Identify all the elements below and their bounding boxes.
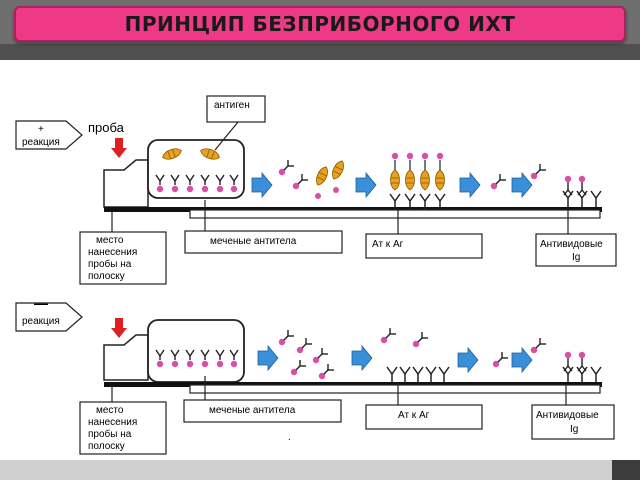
antigen-label: антиген xyxy=(214,100,250,111)
flow-arrow-icon xyxy=(511,172,533,198)
free-antibody xyxy=(492,351,509,368)
flow-arrow-icon xyxy=(355,172,377,198)
slide-title: ПРИНЦИП БЕЗПРИБОРНОГО ИХТ xyxy=(124,12,516,36)
title-banner: ПРИНЦИП БЕЗПРИБОРНОГО ИХТ xyxy=(14,6,626,42)
probe-label: проба xyxy=(88,120,125,135)
flow-arrow-icon xyxy=(257,345,279,371)
flow-arrow-icon xyxy=(251,172,273,198)
flow-arrow-icon xyxy=(351,345,373,371)
reaction-sign-positive: + xyxy=(38,124,44,135)
sample-site-box xyxy=(79,401,167,455)
reaction-label-positive: реакция xyxy=(22,137,60,148)
sample-site-line2: нанесения xyxy=(88,417,137,428)
flow-arrow-icon xyxy=(457,347,479,373)
reaction-tag-positive xyxy=(15,120,83,150)
negative-reaction-panel: — реакция xyxy=(15,295,615,455)
antigen-antibody-complex xyxy=(313,158,347,199)
sample-site-line1: место xyxy=(96,405,124,416)
sample-site-line3: пробы на xyxy=(88,258,132,270)
probe-arrow-icon xyxy=(111,138,127,158)
membrane xyxy=(189,384,601,394)
anti-species-line1: Антивидовые xyxy=(540,239,603,250)
free-antibody xyxy=(278,159,295,176)
free-antibodies xyxy=(278,329,335,380)
sample-site-line4: полоску xyxy=(88,441,125,452)
anti-species-line2: Ig xyxy=(570,424,578,435)
sample-site-box xyxy=(79,231,167,285)
footer-corner xyxy=(612,460,640,480)
stray-mark: . xyxy=(288,432,291,443)
antigen-callout xyxy=(206,95,266,123)
labeled-antibodies-label: меченые антитела xyxy=(210,236,297,247)
header-bar: ПРИНЦИП БЕЗПРИБОРНОГО ИХТ xyxy=(0,0,640,60)
ab-to-ag-label: Ат к Аг xyxy=(398,410,430,421)
anti-species-box xyxy=(535,233,617,267)
flow-arrow-icon xyxy=(511,347,533,373)
anti-species-line2: Ig xyxy=(572,252,580,263)
positive-reaction-panel: + реакция проба антиген xyxy=(15,95,617,285)
ab-to-ag-box xyxy=(365,404,483,430)
reaction-sign-negative: — xyxy=(34,295,48,311)
sample-pad xyxy=(103,159,149,208)
control-line xyxy=(530,163,602,208)
flow-arrow-icon xyxy=(459,172,481,198)
conjugate-pad xyxy=(147,319,245,383)
labeled-antibodies-box xyxy=(183,399,342,423)
anti-species-line1: Антивидовые xyxy=(536,410,599,421)
reaction-tag-negative xyxy=(15,302,83,332)
sample-pad xyxy=(103,334,149,381)
test-line-empty xyxy=(380,327,450,384)
free-antibody xyxy=(490,173,507,190)
membrane xyxy=(189,209,601,219)
test-line-complexes xyxy=(389,152,446,211)
control-line xyxy=(530,337,602,384)
sample-site-line4: полоску xyxy=(88,271,125,282)
ab-to-ag-label: Ат к Аг xyxy=(372,239,404,250)
footer-bar xyxy=(0,460,640,480)
probe-arrow-icon xyxy=(111,318,127,338)
ab-to-ag-box xyxy=(365,233,483,259)
labeled-antibodies-box xyxy=(184,230,343,254)
sample-site-line3: пробы на xyxy=(88,428,132,440)
labeled-antibodies-label: меченые антитела xyxy=(209,405,296,416)
sample-site-line1: место xyxy=(96,235,124,246)
reaction-label-negative: реакция xyxy=(22,316,60,327)
anti-species-box xyxy=(531,404,615,440)
sample-site-line2: нанесения xyxy=(88,247,137,258)
free-antibody xyxy=(292,173,309,190)
